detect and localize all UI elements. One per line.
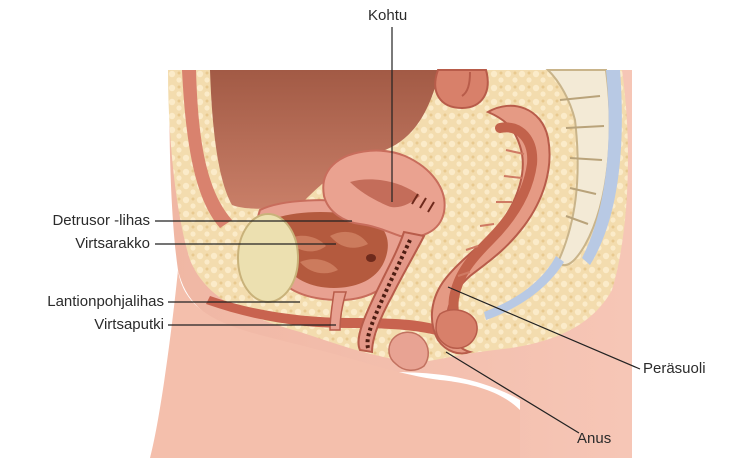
label-urethra: Virtsaputki	[4, 316, 164, 334]
label-rectum: Peräsuoli	[643, 360, 706, 378]
ureter-opening	[366, 254, 376, 262]
sigmoid-colon	[435, 70, 487, 108]
label-bladder: Virtsarakko	[18, 235, 150, 253]
anal-sphincter	[436, 310, 477, 348]
label-anus: Anus	[577, 430, 611, 448]
label-uterus: Kohtu	[368, 7, 407, 25]
label-pelvic-floor: Lantionpohjalihas	[4, 293, 164, 311]
label-detrusor: Detrusor -lihas	[18, 212, 150, 230]
pubic-bone	[238, 214, 298, 302]
